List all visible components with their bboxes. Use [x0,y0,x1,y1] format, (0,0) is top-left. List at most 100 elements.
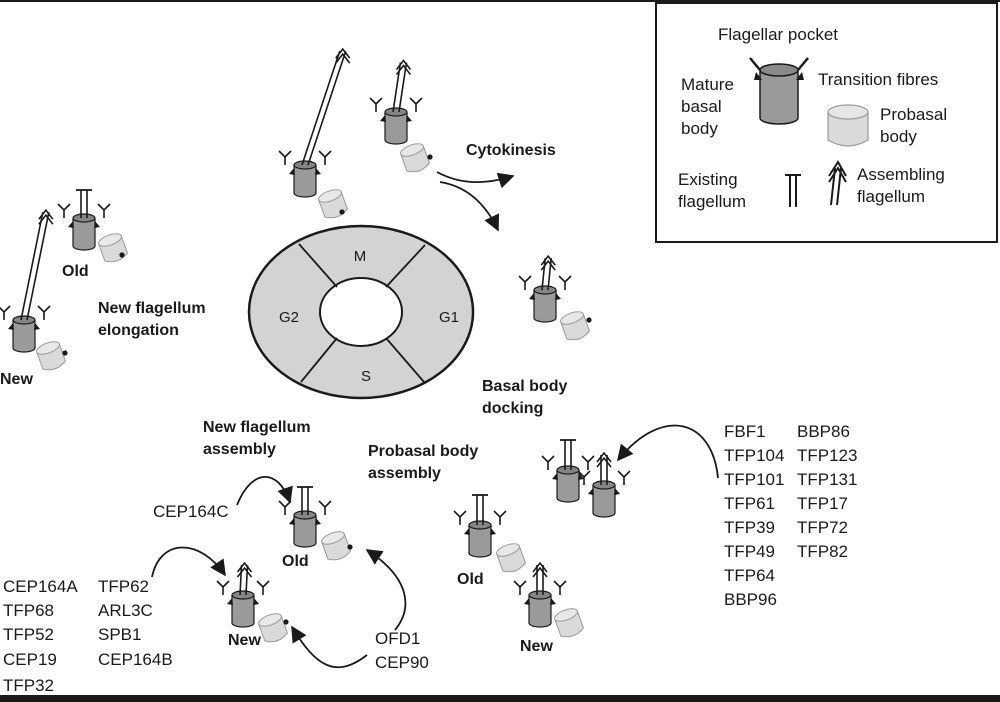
basal-body-cylinder [533,290,557,323]
legend-transition-fibres: Transition fibres [818,70,938,89]
transition-fibre-left [529,293,535,300]
probasal-dot [62,350,68,356]
protein-cep164b: CEP164B [98,650,173,669]
basal-body-top [384,107,408,117]
assembling-tip-2 [540,259,556,271]
unit-top-right [369,59,423,145]
probasal-probasal-new [554,608,584,638]
unit-assembly-new [216,561,270,628]
unit-probasal-mature [541,439,595,503]
probasal-probasal-old [496,543,526,573]
probasal-top [258,613,282,627]
stage-basal-docking-1: Basal body [482,378,567,395]
protein-cep164c: CEP164C [153,502,229,521]
protein-tfp104: TFP104 [724,446,784,465]
transition-fibre-right [315,518,321,525]
transition-fibre-left [380,115,386,122]
protein-bbp96: BBP96 [724,590,777,609]
legend-probasal-2: body [880,127,917,146]
protein-tfp123: TFP123 [797,446,857,465]
transition-fibre-left [68,221,74,228]
probasal-top [36,341,60,355]
stage-cytokinesis: Cytokinesis [466,142,556,159]
arrow-new-proteins [151,546,226,578]
probasal-dot [119,252,125,258]
protein-cep90: CEP90 [375,653,429,672]
pocket-mark-left [369,97,383,106]
flagellum-line-left [541,258,546,291]
stage-new-flag-elongation-1: New flagellum [98,300,206,317]
transition-fibre-right [555,293,561,300]
probasal-top-right [400,143,430,173]
protein-list-new-col1: CEP164A TFP68 TFP52 CEP19 TFP32 [3,577,78,695]
arrow-ofd-old [365,549,407,631]
transition-fibre-right [34,323,40,330]
arrow-cytokinesis-up [436,171,515,189]
unit-probasal-new-cell [513,561,567,628]
pocket-mark-right [581,455,595,464]
basal-body-cylinder [468,525,492,558]
unit-assembly-old [278,486,332,548]
assembling-tip-2 [596,456,612,468]
legend-existing-2: flagellum [678,192,746,211]
transition-fibre-left [289,518,295,525]
assembling-tip-1 [38,208,54,220]
basal-body-top [528,590,552,600]
stage-basal-docking-2: docking [482,400,543,417]
top-border [0,0,1000,2]
pocket-mark-right [37,305,51,314]
protein-cep19: CEP19 [3,650,57,669]
old-label-probasal: Old [457,571,484,588]
unit-top-long [278,47,351,198]
pocket-mark-left [216,580,230,589]
legend-box: Flagellar pocket Mature basal body Trans… [655,2,998,243]
protein-tfp49: TFP49 [724,542,775,561]
basal-body-cylinder [72,218,96,251]
probasal-dot [339,209,345,215]
legend-mature-3: body [681,119,718,138]
legend-mature-basal-body-icon [749,57,809,125]
basal-body-cylinder [293,165,317,198]
probasal-top [321,531,345,545]
basal-body-top [468,520,492,530]
assembling-tip-1 [540,254,556,266]
protein-ofd1: OFD1 [375,629,420,648]
pocket-mark-left [541,455,555,464]
arrow-cytokinesis-down [439,181,500,232]
pocket-mark-right [409,97,423,106]
pocket-mark-left [513,580,527,589]
protein-list-ofd: OFD1 CEP90 [375,629,429,672]
flagellum-line-left [20,212,44,321]
basal-body-top [12,315,36,325]
basal-body-top [293,160,317,170]
pocket-mark-left [518,275,532,284]
stage-new-flag-assembly-1: New flagellum [203,419,311,436]
protein-tfp39: TFP39 [724,518,775,537]
basal-body-units [0,47,631,643]
probasal-dot [347,544,353,550]
phase-g2-label: G2 [279,309,299,326]
probasal-top [400,143,424,157]
assembling-tip-2 [395,64,412,76]
basal-body-top [293,510,317,520]
basal-body-top [592,480,616,490]
probasal-assembly-new [258,613,288,643]
protein-tfp101: TFP101 [724,470,784,489]
legend-assembling-2: flagellum [857,187,925,206]
old-label-elongation: Old [62,263,89,280]
pocket-mark-left [0,305,11,314]
basal-body-cylinder [592,485,616,518]
protein-tfp17: TFP17 [797,494,848,513]
stage-new-flag-assembly-2: assembly [203,441,276,458]
assembling-tip-2 [335,52,351,64]
pocket-mark-right [558,275,572,284]
transition-fibre-right [315,168,321,175]
flagellum-line-right [245,564,249,596]
probasal-dot [283,619,289,625]
transition-fibre-right [253,598,259,605]
protein-list-probasal-col2: BBP86 TFP123 TFP131 TFP17 TFP72 TFP82 [797,422,857,561]
pocket-mark-right [553,580,567,589]
legend-probasal-body-icon [827,104,869,147]
new-label-probasal: New [520,638,553,655]
pocket-mark-right [318,150,332,159]
